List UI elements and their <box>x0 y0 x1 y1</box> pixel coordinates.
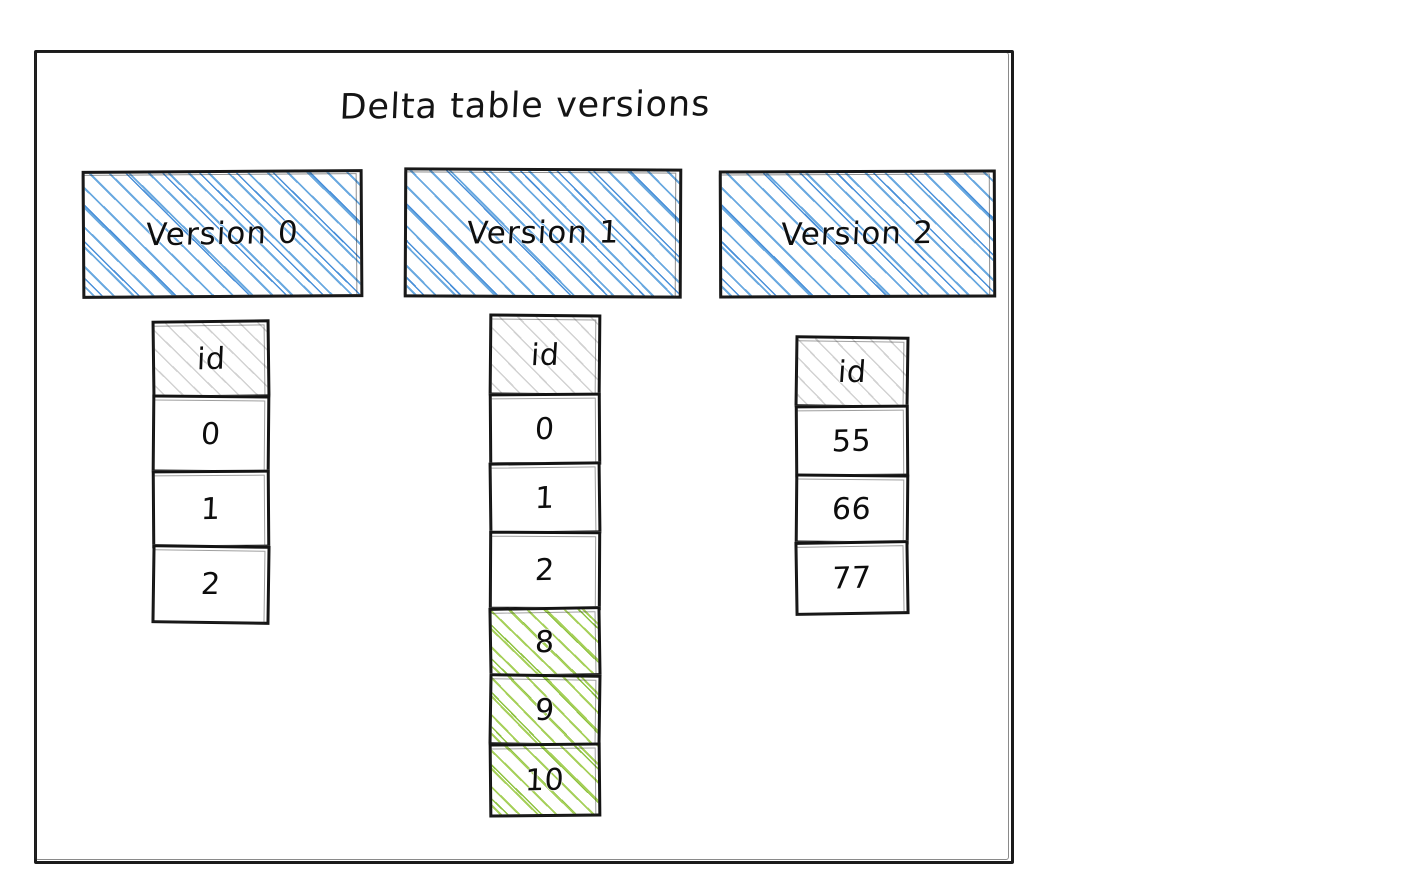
cell-value: 0 <box>200 416 222 452</box>
table-row[interactable]: 2 <box>151 544 271 625</box>
version-label-2: Version 2 <box>780 214 935 254</box>
table-row[interactable]: 55 <box>794 404 910 478</box>
column-header-label: id <box>836 354 868 390</box>
version-table-2: id 55 66 77 <box>794 335 910 616</box>
cell-value: 10 <box>524 761 566 799</box>
version-header-box-0[interactable]: Version 0 <box>81 169 364 299</box>
version-table-1: id 0 1 2 8 9 10 <box>488 313 602 818</box>
table-header-cell-id: id <box>488 313 602 397</box>
table-row-new[interactable]: 8 <box>488 606 602 678</box>
table-row-new[interactable]: 9 <box>488 673 602 747</box>
table-row[interactable]: 1 <box>488 461 602 535</box>
cell-value: 0 <box>534 411 556 447</box>
table-row[interactable]: 1 <box>151 469 271 549</box>
cell-value: 8 <box>534 624 556 660</box>
table-row[interactable]: 2 <box>488 530 602 611</box>
version-label-1: Version 1 <box>465 214 621 252</box>
table-header-cell-id: id <box>151 319 271 399</box>
table-row-new[interactable]: 10 <box>488 742 602 818</box>
version-header-box-2[interactable]: Version 2 <box>718 169 997 299</box>
cell-value: 77 <box>831 559 873 597</box>
table-row[interactable]: 77 <box>794 540 910 616</box>
table-row[interactable]: 66 <box>794 473 910 545</box>
version-label-0: Version 0 <box>145 214 300 254</box>
column-header-label: id <box>196 341 226 377</box>
cell-value: 1 <box>534 480 556 516</box>
cell-value: 66 <box>831 491 873 527</box>
cell-value: 55 <box>831 423 873 459</box>
version-header-box-1[interactable]: Version 1 <box>403 167 683 299</box>
table-header-cell-id: id <box>794 335 910 409</box>
column-header-label: id <box>529 337 561 373</box>
cell-value: 9 <box>534 692 556 728</box>
cell-value: 2 <box>200 566 222 603</box>
version-table-0: id 0 1 2 <box>151 319 271 625</box>
cell-value: 2 <box>534 552 556 589</box>
outer-frame <box>34 50 1014 864</box>
cell-value: 1 <box>200 491 222 527</box>
table-row[interactable]: 0 <box>488 392 602 466</box>
table-row[interactable]: 0 <box>151 394 271 474</box>
